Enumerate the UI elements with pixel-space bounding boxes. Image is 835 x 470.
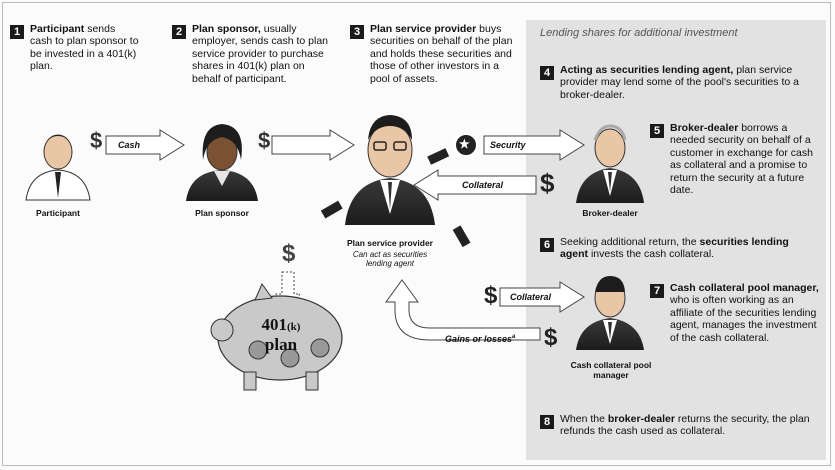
participant-caption: Participant [36,208,80,218]
step-5-text: Broker-dealer borrows a needed security … [670,122,813,197]
dollar-icon: $ [484,282,498,309]
collateral-out-label: Collateral [510,292,552,302]
dollar-icon: $ [544,324,558,351]
pool-manager-figure [576,276,644,350]
gains-arrow-label: Gains or lossesa [445,334,516,344]
step-4-text: Acting as securities lending agent, plan… [560,64,799,101]
step-5-badge: 5 [650,124,664,138]
plan-sponsor-figure [186,124,258,201]
piggy-bank [210,282,343,391]
dollar-icon: $ [258,128,271,153]
step-1-badge: 1 [10,25,24,39]
collateral-back-arrow [413,169,537,201]
star-icon: ★ [459,137,470,151]
collateral-back-label: Collateral [462,180,504,190]
cash-arrow-label: Cash [118,140,141,150]
security-arrow [483,129,585,161]
step-1-text: Participant sends cash to plan sponsor t… [30,23,139,73]
broker-dealer-caption: Broker-dealer [582,208,638,218]
plan-service-provider-figure [320,115,471,248]
service-provider-caption: Plan service provider [347,238,433,248]
plan-sponsor-caption: Plan sponsor [195,208,249,218]
cash-arrow-2 [271,129,355,161]
step-4-badge: 4 [540,66,554,80]
step-3-badge: 3 [350,25,364,39]
dollar-icon: $ [282,240,296,267]
step-2-badge: 2 [172,25,186,39]
step-6-badge: 6 [540,238,554,252]
step-2-text: Plan sponsor, usually employer, sends ca… [192,23,328,85]
piggy-label: 401(k)plan [261,315,301,354]
panel-title: Lending shares for additional investment [540,27,738,39]
broker-dealer-figure [576,124,644,203]
pool-manager-caption: Cash collateral pool manager [570,360,652,380]
collateral-out-arrow [499,281,585,313]
step-6-text: Seeking additional return, the securitie… [560,236,789,261]
step-3-text: Plan service provider buys securities on… [370,23,513,85]
dollar-icon: $ [540,168,555,198]
dollar-icon: $ [90,128,103,153]
step-8-text: When the broker-dealer returns the secur… [560,413,810,438]
security-arrow-label: Security [490,140,526,150]
security-coin [454,133,478,157]
lending-panel-background [526,20,826,460]
gains-loop-arrow [385,279,541,341]
step-7-badge: 7 [650,284,664,298]
participant-figure [25,134,91,201]
service-provider-subcaption: Can act as securities lending agent [352,250,428,268]
cash-arrow-1 [105,129,185,161]
step-7-text: Cash collateral pool manager, who is oft… [670,282,819,344]
step-8-badge: 8 [540,415,554,429]
